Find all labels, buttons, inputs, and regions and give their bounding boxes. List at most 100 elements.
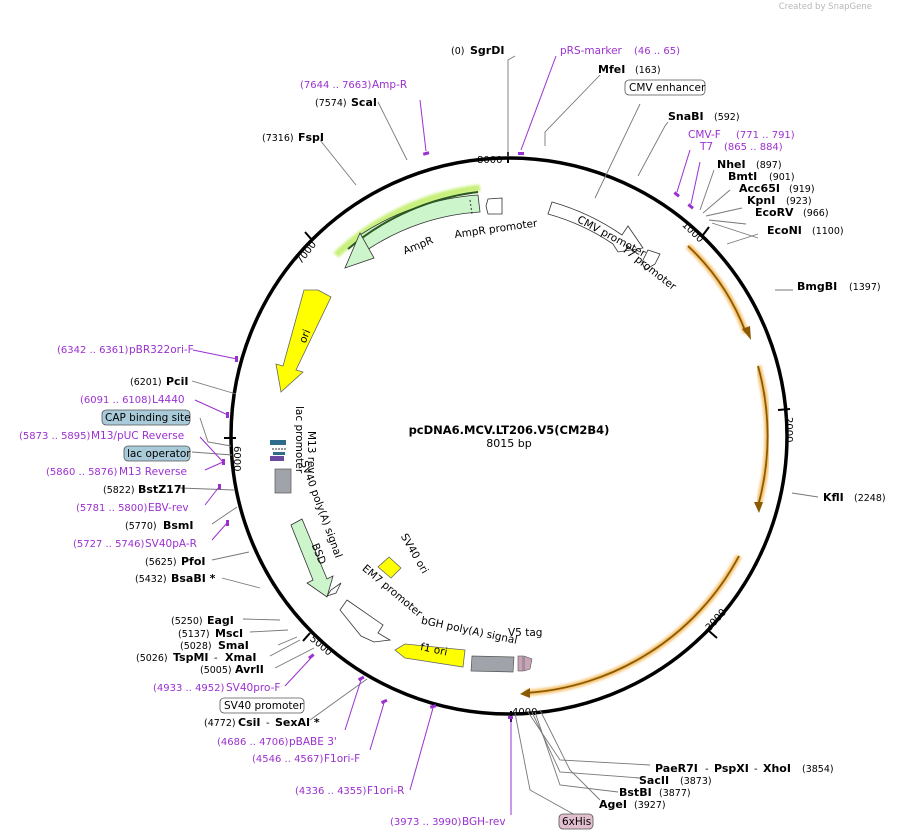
plasmid-size: 8015 bp (486, 437, 531, 450)
site-paer7i: PaeR7I (655, 762, 698, 775)
primer-m13-puc-reverse: M13/pUC Reverse (91, 430, 184, 442)
site-kpni: KpnI (747, 194, 775, 207)
tick-1000: 1000 (679, 220, 705, 246)
svg-text:(901): (901) (769, 172, 795, 183)
site-sexai: SexAI * (275, 716, 320, 729)
tick-4000: 4000 (512, 707, 537, 718)
sites-left: (4772) CsiI - SexAI * (5005) AvrII (5026… (103, 96, 377, 729)
primer-m13-reverse: M13 Reverse (119, 466, 187, 478)
site-pcii: PciI (166, 375, 188, 388)
bgh-v5-feature (470, 655, 533, 673)
lac-operator-label: lac operator (127, 448, 191, 460)
svg-text:(6091 .. 6108): (6091 .. 6108) (80, 395, 152, 406)
svg-text:(919): (919) (789, 184, 815, 195)
svg-text:(5781 .. 5800): (5781 .. 5800) (76, 503, 148, 514)
site-bmti: BmtI (728, 170, 757, 183)
primer-sv40pa-r: SV40pA-R (145, 538, 197, 550)
lac-cluster (270, 440, 292, 494)
svg-text:(7316): (7316) (262, 133, 294, 144)
f1-ori-feature (394, 643, 466, 668)
f1-ori-label: f1 ori (419, 641, 448, 658)
primer-bgh-rev: BGH-rev (462, 816, 506, 828)
site-sgrdi: SgrDI (470, 44, 504, 57)
primer-pbr322ori-f: pBR322ori-F (129, 344, 194, 356)
svg-text:(7574): (7574) (315, 98, 347, 109)
site-snabi: SnaBI (668, 110, 704, 123)
svg-text:(4772): (4772) (204, 718, 236, 729)
svg-text:(4546 .. 4567): (4546 .. 4567) (252, 754, 324, 765)
ori-feature (275, 289, 332, 393)
site-bsmi: BsmI (163, 519, 194, 532)
tick-2000: 2000 (783, 417, 794, 442)
svg-text:(6342 .. 6361): (6342 .. 6361) (57, 345, 129, 356)
site-bstz17i: BstZ17I (138, 483, 186, 496)
svg-text:(1397): (1397) (849, 282, 881, 293)
site-smai: SmaI (218, 639, 249, 652)
site-tspmi: TspMI (173, 651, 209, 664)
primer-leaders (192, 55, 701, 815)
svg-text:(5432): (5432) (135, 574, 167, 585)
svg-text:(5822): (5822) (103, 485, 135, 496)
site-agei: AgeI (599, 798, 627, 811)
plasmid-name: pcDNA6.MCV.LT206.V5(CM2B4) (409, 423, 610, 437)
primer-marks (218, 151, 694, 719)
ampr-label: AmpR (401, 234, 435, 257)
primer-pbabe-3: pBABE 3' (289, 736, 337, 748)
primer-sv40pro-f: SV40pro-F (226, 682, 280, 694)
svg-text:-: - (705, 764, 709, 775)
orf-arrows (520, 243, 771, 698)
primer-t7: T7 (699, 141, 713, 153)
site-mfei: MfeI (598, 63, 625, 76)
site-scai: ScaI (351, 96, 377, 109)
site-nhei: NheI (717, 158, 746, 171)
snapgene-credit: Created by SnapGene (778, 2, 872, 12)
boxed-labels: CMV enhancer CAP binding site lac operat… (101, 79, 706, 830)
sv40-ori-label: SV40 ori (398, 532, 431, 576)
site-msci: MscI (215, 627, 243, 640)
svg-text:(5625): (5625) (145, 557, 177, 568)
site-pfoi: PfoI (181, 555, 206, 568)
svg-text:(5727 .. 5746): (5727 .. 5746) (73, 539, 145, 550)
primer-l4440: L4440 (152, 394, 185, 406)
cap-site-label: CAP binding site (105, 412, 191, 424)
svg-text:(7644 .. 7663): (7644 .. 7663) (300, 80, 372, 91)
cmv-enhancer-label: CMV enhancer (629, 82, 706, 94)
svg-text:(923): (923) (786, 196, 812, 207)
svg-text:(865 .. 884): (865 .. 884) (724, 142, 783, 153)
svg-text:(5873 .. 5895): (5873 .. 5895) (19, 431, 91, 442)
em7-feature (326, 582, 392, 643)
ampr-feature (333, 184, 503, 269)
site-acc65i: Acc65I (739, 182, 780, 195)
svg-text:(5770): (5770) (125, 521, 157, 532)
svg-text:(5137): (5137) (178, 629, 210, 640)
site-pspxi: PspXI (714, 762, 749, 775)
ori-label: ori (297, 328, 313, 345)
tick-6000: 6000 (231, 446, 242, 471)
svg-text:-: - (754, 764, 758, 775)
svg-text:(3854): (3854) (802, 764, 834, 775)
svg-text:(5028): (5028) (180, 641, 212, 652)
his6-label: 6xHis (562, 816, 591, 828)
svg-text:-: - (214, 653, 218, 664)
site-bsabi: BsaBI * (171, 572, 216, 585)
svg-text:(5026): (5026) (136, 653, 168, 664)
svg-text:(4336 .. 4355): (4336 .. 4355) (295, 786, 367, 797)
primer-ebv-rev: EBV-rev (148, 502, 189, 514)
primer-prs-marker: pRS-marker (560, 45, 623, 57)
site-kfli: KflI (823, 491, 844, 504)
site-eagi: EagI (207, 614, 234, 627)
svg-text:(4686 .. 4706): (4686 .. 4706) (217, 737, 289, 748)
svg-text:(592): (592) (714, 112, 740, 123)
primer-cmv-f: CMV-F (688, 129, 721, 141)
primer-labels: pRS-marker (46 .. 65) CMV-F (771 .. 791)… (19, 45, 795, 828)
primer-amp-r: Amp-R (372, 79, 407, 91)
sv40-promoter-label: SV40 promoter (224, 700, 304, 712)
svg-text:(966): (966) (803, 208, 829, 219)
svg-text:(3973 .. 3990): (3973 .. 3990) (390, 817, 462, 828)
svg-text:(3873): (3873) (680, 776, 712, 787)
v5-tag-label: V5 tag (508, 627, 542, 639)
site-ecorv: EcoRV (755, 206, 794, 219)
site-avrii: AvrII (235, 663, 264, 676)
svg-text:(3927): (3927) (634, 800, 666, 811)
